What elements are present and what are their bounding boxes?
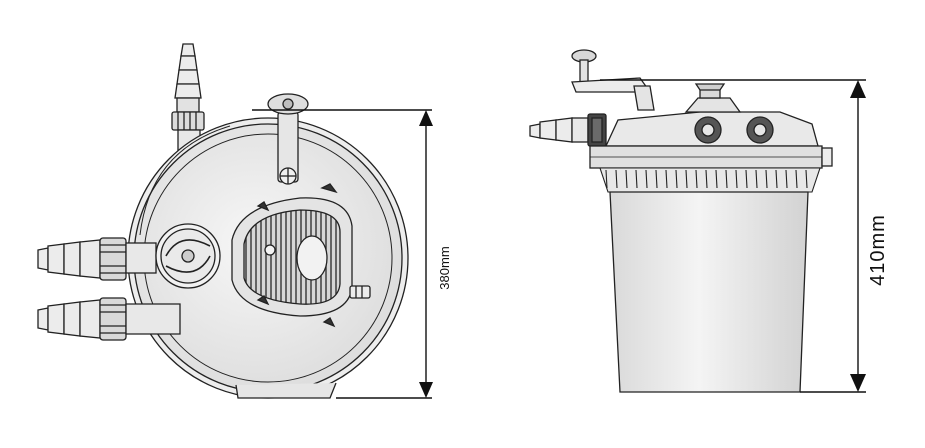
clip-tooth bbox=[675, 169, 678, 189]
vent-valve bbox=[267, 93, 309, 185]
diameter-label: 380mm bbox=[437, 246, 452, 289]
pump-housing bbox=[231, 183, 371, 328]
clip-tooth bbox=[755, 169, 758, 189]
clip-tooth bbox=[645, 169, 648, 189]
cleaning-handle bbox=[155, 223, 221, 289]
clip-tooth bbox=[625, 169, 628, 189]
clip-tooth bbox=[665, 169, 668, 189]
clip-tooth bbox=[605, 169, 608, 189]
side-lid bbox=[604, 83, 819, 147]
side-view bbox=[529, 49, 833, 393]
clip-tooth bbox=[635, 169, 638, 189]
clip-tooth bbox=[615, 169, 618, 189]
clip-tooth bbox=[775, 169, 778, 189]
clip-teeth bbox=[599, 167, 821, 193]
clip-tooth bbox=[695, 169, 698, 189]
filter-container bbox=[609, 191, 809, 393]
clip-tooth bbox=[745, 169, 748, 189]
top-view bbox=[37, 43, 409, 399]
side-hose-connector-lower bbox=[37, 297, 181, 341]
side-hose-connector-upper bbox=[37, 237, 157, 281]
clip-tooth bbox=[725, 169, 728, 189]
clip-tooth bbox=[655, 169, 658, 189]
base-foot bbox=[235, 382, 337, 399]
clip-tooth bbox=[735, 169, 738, 189]
side-view-hose-connector bbox=[529, 113, 607, 147]
clip-tooth bbox=[685, 169, 688, 189]
height-label: 410mm bbox=[867, 214, 889, 286]
lid-rim-band bbox=[589, 145, 833, 169]
clip-tooth bbox=[805, 169, 808, 189]
clip-tooth bbox=[715, 169, 718, 189]
clip-tooth bbox=[765, 169, 768, 189]
clip-tooth bbox=[795, 169, 798, 189]
clip-tooth bbox=[705, 169, 708, 189]
height-dimension bbox=[600, 79, 866, 393]
clip-tooth bbox=[785, 169, 788, 189]
diameter-dimension bbox=[252, 109, 433, 399]
